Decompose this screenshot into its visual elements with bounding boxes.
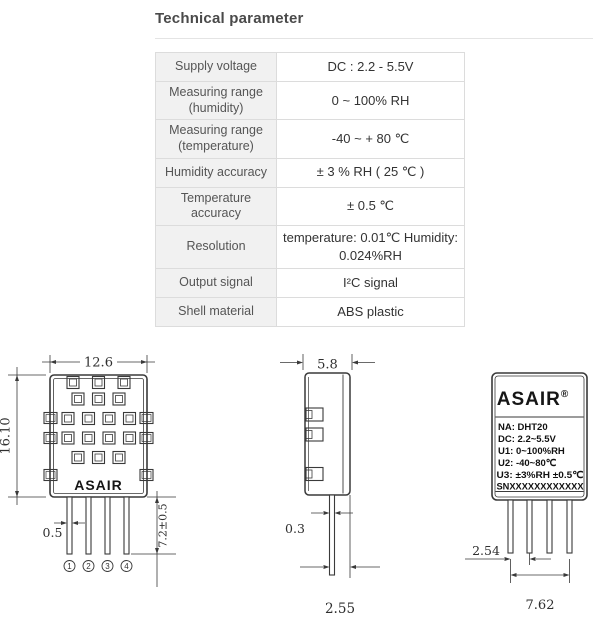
pin-number: 4 <box>124 562 129 571</box>
side-pin-offset-dim: 2.55 <box>325 601 355 617</box>
vent-hole <box>61 431 75 445</box>
side-pin-thickness-dim: 0.3 <box>285 521 305 536</box>
spec-value: ABS plastic <box>276 297 465 328</box>
front-pin-length-dim: 7.2±0.5 <box>157 503 170 547</box>
vent-hole <box>81 431 96 445</box>
table-row: Output signal I²C signal <box>155 268 465 299</box>
label-line-accuracy: U3: ±3%RH ±0.5℃ <box>497 470 584 481</box>
label-line-serial: SNXXXXXXXXXXXX <box>497 482 585 493</box>
back-pin-span-dim: 7.62 <box>526 598 555 613</box>
side-body-outline <box>304 372 351 496</box>
pin <box>526 499 533 554</box>
vent-hole <box>112 450 126 465</box>
spec-value: ± 3 % RH ( 25 ℃ ) <box>276 157 465 188</box>
table-row: Measuring range (temperature) -40 ~ + 80… <box>155 119 465 159</box>
vent-hole <box>102 431 116 445</box>
back-pin-pitch-dim: 2.54 <box>472 543 500 558</box>
pin <box>546 499 553 554</box>
spec-value: temperature: 0.01℃ Humidity: 0.024%RH <box>276 224 465 270</box>
vent-hole <box>81 411 96 426</box>
pin <box>507 499 514 554</box>
spec-value: ± 0.5 ℃ <box>276 186 465 226</box>
spec-value: 0 ~ 100% RH <box>276 80 465 121</box>
pin <box>66 496 73 555</box>
vent-hole <box>61 411 75 426</box>
vent-hole <box>122 411 137 426</box>
pin-number-circle <box>101 560 114 572</box>
front-view: 12.6 16.10 ASAIR <box>0 355 176 587</box>
front-body-outline <box>49 374 148 498</box>
pin <box>566 499 573 554</box>
pin-number-circle <box>120 560 133 572</box>
spec-value: I²C signal <box>276 268 465 299</box>
label-line-voltage: DC: 2.2~5.5V <box>498 434 556 445</box>
back-brand-label: ASAIR® <box>497 389 570 410</box>
front-width-dim: 12.6 <box>84 356 113 371</box>
pin-number-circle <box>82 560 95 572</box>
pin <box>85 496 92 555</box>
title-divider <box>155 38 593 39</box>
spec-label: Temperature accuracy <box>155 186 277 226</box>
table-row: Temperature accuracy ± 0.5 ℃ <box>155 186 465 226</box>
vent-hole <box>91 392 106 406</box>
spec-table: Supply voltage DC : 2.2 - 5.5V Measuring… <box>155 52 465 328</box>
mechanical-drawings: 12.6 16.10 ASAIR <box>0 354 588 617</box>
label-line-humidity-range: U1: 0~100%RH <box>498 446 565 457</box>
vent-hole <box>102 411 116 426</box>
vent-hole <box>71 450 85 465</box>
vent-hole <box>122 431 137 445</box>
label-line-temp-range: U2: -40~80℃ <box>498 458 557 469</box>
back-body-outline <box>491 372 588 501</box>
spec-label: Shell material <box>155 297 277 328</box>
spec-value: DC : 2.2 - 5.5V <box>276 52 465 82</box>
front-brand-label: ASAIR <box>74 477 123 493</box>
pin-number: 1 <box>67 562 72 571</box>
table-row: Humidity accuracy ± 3 % RH ( 25 ℃ ) <box>155 157 465 188</box>
front-height-dim: 16.10 <box>0 417 14 454</box>
side-depth-dim: 5.8 <box>317 358 338 373</box>
pin <box>328 494 336 576</box>
table-row: Measuring range (humidity) 0 ~ 100% RH <box>155 80 465 121</box>
pin <box>123 496 130 555</box>
spec-label: Resolution <box>155 224 277 270</box>
vent-hole <box>112 392 126 406</box>
spec-label: Output signal <box>155 268 277 299</box>
table-row: Shell material ABS plastic <box>155 297 465 328</box>
spec-value: -40 ~ + 80 ℃ <box>276 119 465 159</box>
page-title: Technical parameter <box>155 10 304 27</box>
vent-hole <box>71 392 85 406</box>
technical-parameter-section: Technical parameter Supply voltage DC : … <box>155 10 595 328</box>
back-view: ASAIR® NA: DHT20 DC: 2.2~5.5V U1: 0~100%… <box>465 372 588 613</box>
label-line-model: NA: DHT20 <box>498 422 548 433</box>
pin-number: 3 <box>105 562 110 571</box>
front-pin-width-dim: 0.5 <box>43 525 63 540</box>
spec-label: Measuring range (humidity) <box>155 80 277 121</box>
spec-label: Measuring range (temperature) <box>155 119 277 159</box>
table-row: Supply voltage DC : 2.2 - 5.5V <box>155 52 465 82</box>
pin-number-circle <box>63 560 76 572</box>
pin <box>104 496 111 555</box>
table-row: Resolution temperature: 0.01℃ Humidity: … <box>155 224 465 270</box>
pin-number: 2 <box>86 562 91 571</box>
side-view: 5.8 0.3 2.55 <box>280 354 380 617</box>
spec-label: Supply voltage <box>155 52 277 82</box>
vent-hole <box>91 450 106 465</box>
spec-label: Humidity accuracy <box>155 157 277 188</box>
